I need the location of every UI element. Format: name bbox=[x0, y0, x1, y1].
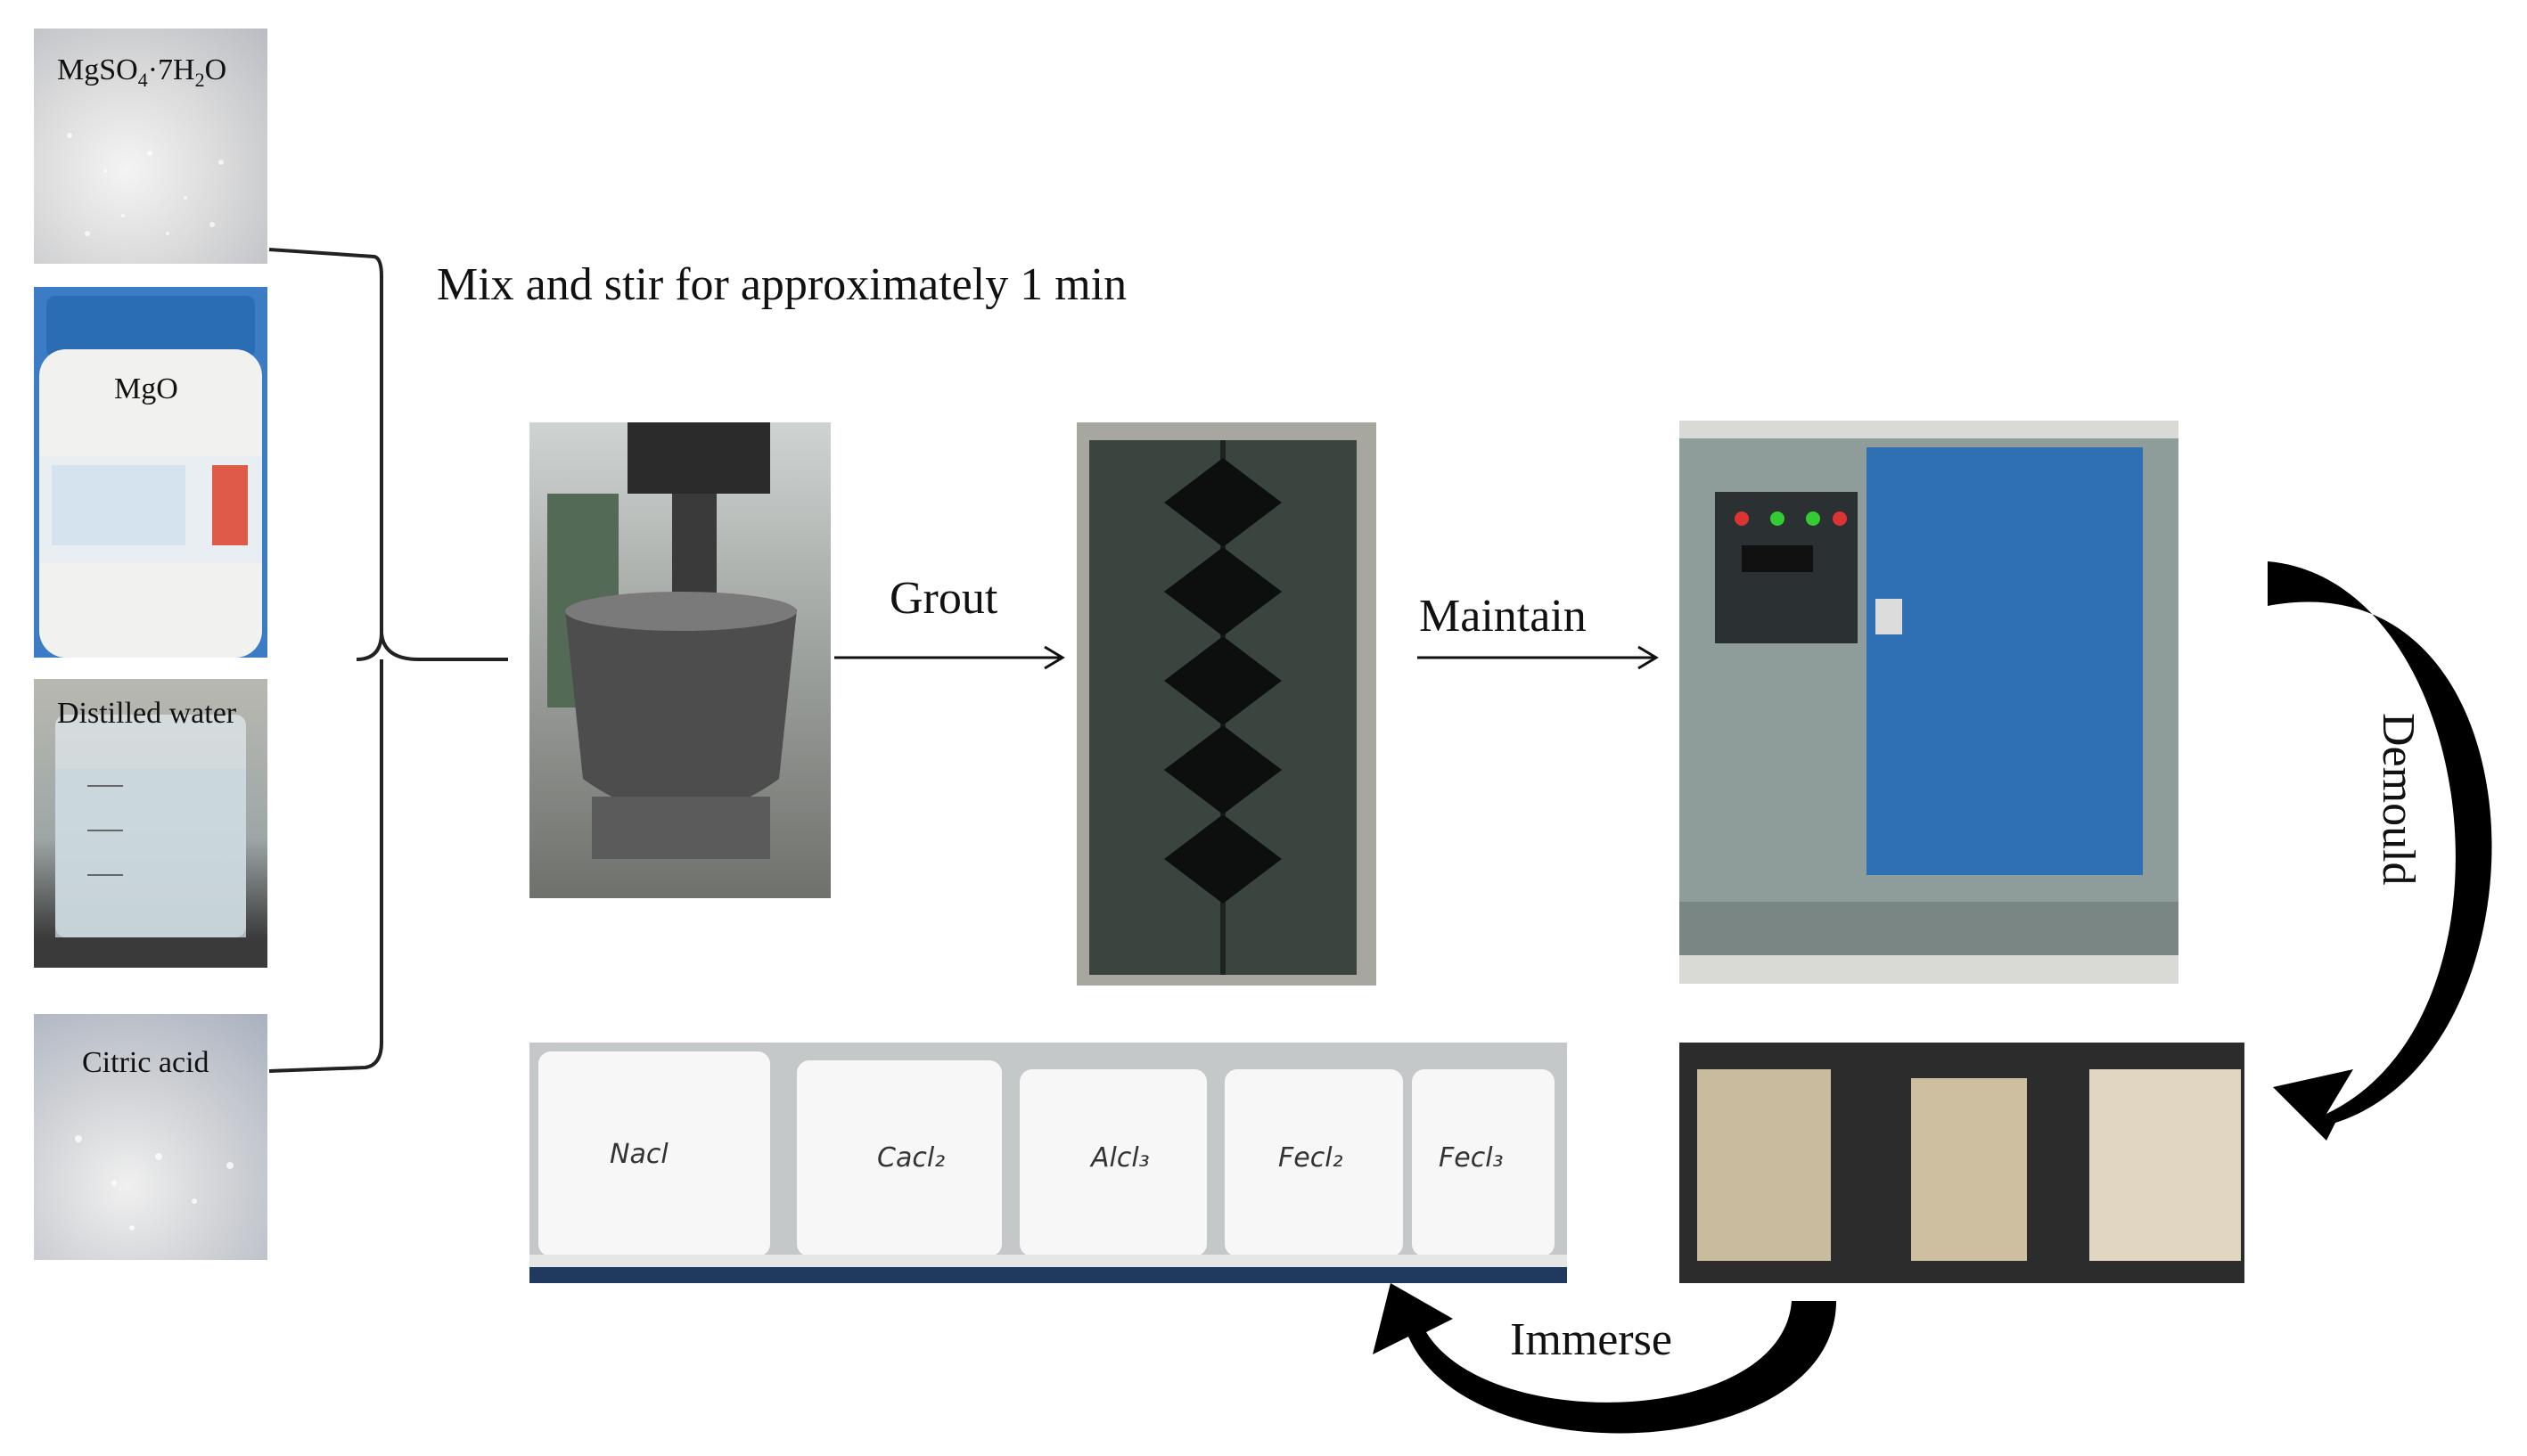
mold-photo bbox=[1077, 422, 1376, 986]
container-label-1: Nacl bbox=[610, 1139, 669, 1170]
merge-bracket bbox=[268, 248, 508, 1073]
immerse-label: Immerse bbox=[1510, 1314, 1672, 1365]
powder-texture bbox=[67, 133, 224, 236]
steel-mold bbox=[1089, 440, 1357, 975]
cured-specimens bbox=[1697, 1069, 2241, 1261]
mixer-photo bbox=[529, 422, 831, 898]
cabinet bbox=[1679, 438, 2178, 955]
container-label-4: Fecl₂ bbox=[1278, 1142, 1343, 1174]
water-label: Distilled water bbox=[57, 697, 237, 730]
mix-instruction: Mix and stir for approximately 1 min bbox=[437, 259, 1128, 310]
maintain-arrow bbox=[1417, 645, 1659, 670]
mgso4-label: MgSO4·7H2O bbox=[57, 53, 227, 91]
water-photo: Distilled water bbox=[34, 679, 267, 968]
container-label-2: Cacl₂ bbox=[877, 1142, 946, 1174]
immersion-containers-photo: Nacl Cacl₂ Alcl₃ Fecl₂ Fecl₃ bbox=[529, 1043, 1567, 1283]
mgo-label: MgO bbox=[114, 372, 178, 405]
demould-arrow bbox=[2268, 561, 2492, 1141]
demould-label: Demould bbox=[2373, 713, 2424, 886]
container-row bbox=[529, 1051, 1567, 1283]
citric-photo: Citric acid bbox=[34, 1014, 267, 1260]
mgo-jar bbox=[39, 296, 262, 658]
mgo-photo: MgO bbox=[34, 287, 267, 658]
container-label-3: Alcl₃ bbox=[1091, 1142, 1150, 1174]
specimens-photo bbox=[1679, 1043, 2244, 1283]
mixer-bowl bbox=[547, 422, 797, 859]
container-label-5: Fecl₃ bbox=[1439, 1142, 1504, 1174]
immerse-arrow bbox=[1373, 1283, 1836, 1434]
grout-label: Grout bbox=[890, 573, 998, 624]
maintain-label: Maintain bbox=[1419, 591, 1587, 642]
beaker bbox=[55, 715, 246, 937]
citric-label: Citric acid bbox=[82, 1046, 209, 1079]
mgso4-photo: MgSO4·7H2O bbox=[34, 29, 267, 264]
grout-arrow bbox=[834, 645, 1065, 670]
crystal-texture bbox=[75, 1135, 234, 1231]
curing-cabinet-photo bbox=[1679, 421, 2178, 984]
